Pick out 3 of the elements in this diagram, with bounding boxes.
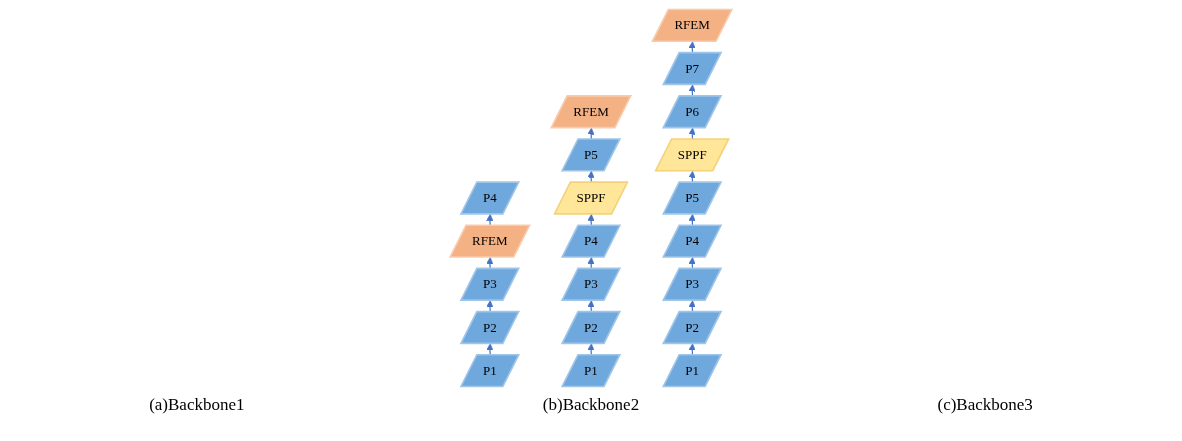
caption-label: (b)Backbone2 [542,395,640,415]
caption-label: (a)Backbone1 [149,395,245,415]
caption-label: (c)Backbone3 [937,395,1033,415]
